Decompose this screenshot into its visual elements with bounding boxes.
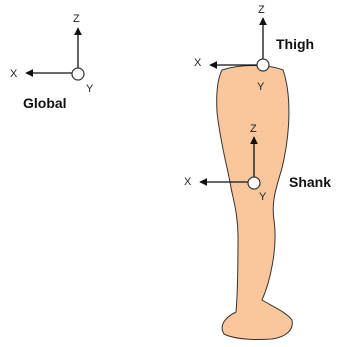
thigh-origin-marker <box>257 59 269 71</box>
leg-shape <box>217 66 293 340</box>
global-z-label: Z <box>73 13 80 25</box>
shank-z-label: Z <box>250 123 257 135</box>
thigh-z-label: Z <box>258 4 265 16</box>
thigh-y-label: Y <box>257 81 265 93</box>
global-x-label: X <box>10 68 18 80</box>
shank-y-label: Y <box>259 191 267 203</box>
thigh-frame-label: Thigh <box>276 36 314 52</box>
shank-frame-label: Shank <box>289 174 331 190</box>
global-origin-marker <box>72 68 84 80</box>
thigh-x-label: X <box>194 57 202 69</box>
shank-origin-marker <box>248 177 260 189</box>
global-frame: Z X Y Global <box>10 13 94 111</box>
global-y-label: Y <box>86 83 94 95</box>
global-frame-label: Global <box>23 95 67 111</box>
shank-x-label: X <box>184 176 192 188</box>
